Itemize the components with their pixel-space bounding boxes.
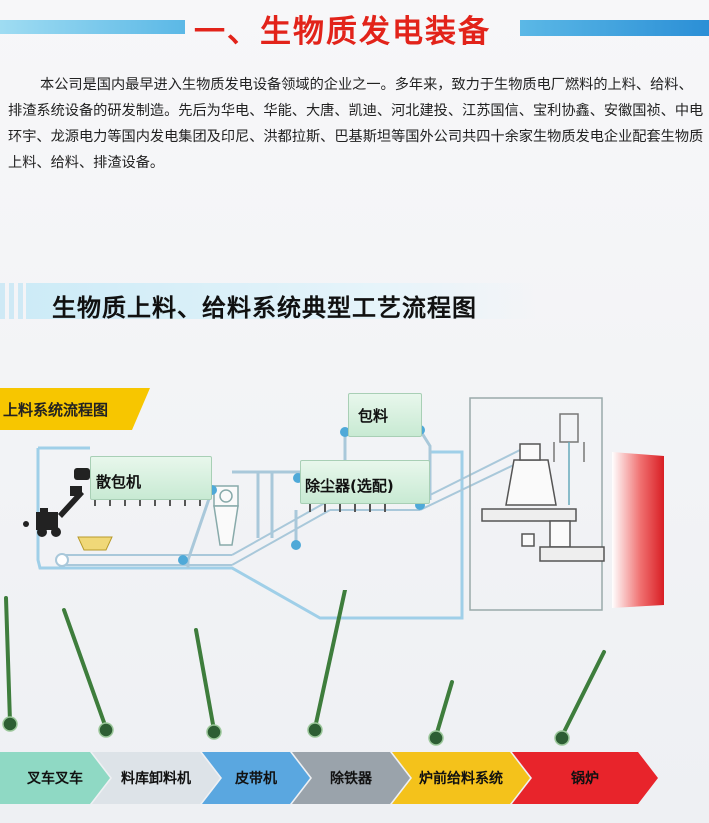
debaler-rollers — [94, 497, 386, 512]
hopper-icon — [77, 536, 113, 551]
silo-tank — [553, 413, 585, 505]
section-title-band — [26, 283, 536, 319]
step-arrow-shape — [512, 752, 658, 804]
dust-collector-box — [300, 460, 430, 504]
page-title: 一、生物质发电装备 — [194, 14, 491, 50]
intro-paragraph: 本公司是国内最早进入生物质发电设备领域的企业之一。多年来，致力于生物质电厂燃料的… — [8, 72, 704, 176]
step-arrow-shape — [392, 752, 530, 804]
header-accent-bar-left — [0, 20, 185, 34]
feeder-system — [481, 443, 605, 562]
step-boiler: 锅炉 — [512, 752, 658, 804]
step-iron-remover: 除铁器 — [292, 752, 410, 804]
flow-tag-label: 上料系统流程图 — [3, 401, 109, 419]
step-unloader: 料库卸料机 — [92, 752, 220, 804]
header-accent-bar-right — [520, 20, 709, 36]
dust-pipes — [186, 429, 432, 568]
flow-tag-background — [0, 388, 150, 430]
baling-box — [348, 393, 422, 437]
debaler-box — [90, 456, 212, 500]
step-label: 叉车叉车 — [27, 771, 83, 787]
section-title: 生物质上料、给料系统典型工艺流程图 — [52, 294, 477, 322]
process-steps: 叉车叉车 料库卸料机 皮带机 除铁器 炉前给料系统 锅炉 — [0, 752, 709, 804]
flow-tag: 上料系统流程图 — [0, 388, 150, 430]
step-label: 皮带机 — [235, 771, 277, 787]
pole-markers — [2, 590, 606, 746]
intro-text: 本公司是国内最早进入生物质发电设备领域的企业之一。多年来，致力于生物质电厂燃料的… — [8, 77, 704, 171]
step-label: 锅炉 — [571, 771, 599, 787]
step-arrow-shape — [0, 752, 110, 804]
step-label: 炉前给料系统 — [419, 771, 503, 787]
baling-label: 包料 — [358, 407, 389, 425]
boiler-house — [469, 397, 603, 611]
cyclone-separator — [213, 485, 239, 546]
step-arrow-shape — [92, 752, 220, 804]
boiler-icon — [612, 452, 664, 608]
step-belt-conveyor: 皮带机 — [202, 752, 310, 804]
forklift-icon — [23, 486, 84, 537]
dust-collector-label: 除尘器(选配) — [305, 477, 394, 495]
bale-icons — [74, 468, 90, 480]
debaler-label: 散包机 — [96, 473, 142, 491]
step-forklift: 叉车叉车 — [0, 752, 110, 804]
step-label: 除铁器 — [330, 771, 372, 787]
step-label: 料库卸料机 — [121, 771, 191, 787]
step-feeder-system: 炉前给料系统 — [392, 752, 530, 804]
pulley-icon — [55, 553, 69, 567]
section-stripes — [0, 283, 30, 319]
